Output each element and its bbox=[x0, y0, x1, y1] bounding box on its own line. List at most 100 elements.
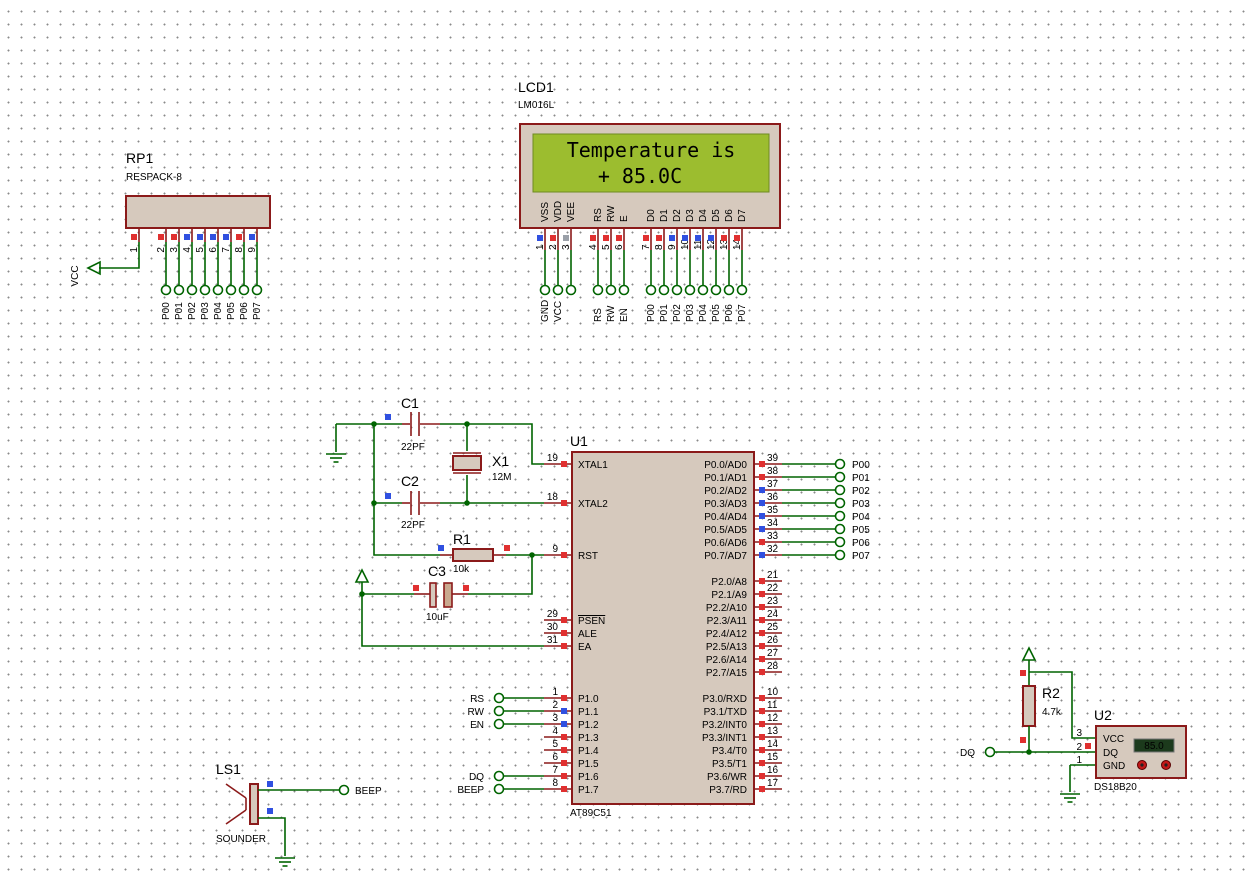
u1-p1-terminal[interactable] bbox=[493, 718, 505, 730]
u1-p0-terminal[interactable] bbox=[834, 458, 846, 470]
u1-pin-number: 8 bbox=[552, 778, 558, 789]
rp1-net-terminal[interactable] bbox=[173, 284, 185, 296]
u2-part: DS18B20 bbox=[1094, 782, 1137, 793]
u1-pin-number: 25 bbox=[767, 622, 779, 633]
u1-pin-name: P2.4/A12 bbox=[706, 629, 748, 640]
u1-p0-terminal[interactable] bbox=[834, 549, 846, 561]
rp1-net-terminal[interactable] bbox=[238, 284, 250, 296]
u2-pin-number: 1 bbox=[1076, 755, 1082, 766]
lcd-net-terminal[interactable] bbox=[645, 284, 657, 296]
lcd-net-terminal[interactable] bbox=[658, 284, 670, 296]
u1-pin-name: P3.1/TXD bbox=[704, 707, 747, 718]
pin-state-indicator bbox=[267, 808, 273, 814]
lcd-pin-number: 12 bbox=[706, 238, 717, 250]
u1-pin-number: 39 bbox=[767, 453, 779, 464]
lcd-net-terminal[interactable] bbox=[736, 284, 748, 296]
rp1-body[interactable] bbox=[125, 195, 271, 229]
pin-state-indicator bbox=[236, 234, 242, 240]
u2-pin-number: 3 bbox=[1076, 728, 1082, 739]
u1-pin-number: 9 bbox=[552, 544, 558, 555]
rp1-net-terminal[interactable] bbox=[225, 284, 237, 296]
rp1-net-terminal[interactable] bbox=[186, 284, 198, 296]
u1-pin-number: 33 bbox=[767, 531, 779, 542]
u1-p1-terminal[interactable] bbox=[493, 783, 505, 795]
r2-resistor[interactable]: R24.7k bbox=[1020, 670, 1062, 743]
lcd-net-terminal[interactable] bbox=[618, 284, 630, 296]
lcd-net-terminal[interactable] bbox=[723, 284, 735, 296]
u1-pin-name: P2.7/A15 bbox=[706, 668, 748, 679]
lcd-net-terminal[interactable] bbox=[539, 284, 551, 296]
lcd-pin-number: 14 bbox=[732, 238, 743, 250]
u2-pin-number: 2 bbox=[1076, 742, 1082, 753]
u1-p1-terminal[interactable] bbox=[493, 770, 505, 782]
lcd-net-terminal[interactable] bbox=[697, 284, 709, 296]
u1-body[interactable] bbox=[571, 451, 755, 805]
rp1-net-label: P07 bbox=[252, 302, 263, 320]
u2-dq-terminal[interactable] bbox=[984, 746, 996, 758]
lcd-net-terminal[interactable] bbox=[671, 284, 683, 296]
u1-p0-terminal[interactable] bbox=[834, 484, 846, 496]
u1-p0-terminal[interactable] bbox=[834, 510, 846, 522]
lcd-net-terminal[interactable] bbox=[605, 284, 617, 296]
pin-state-indicator bbox=[438, 545, 444, 551]
rp1-net-terminal[interactable] bbox=[160, 284, 172, 296]
lcd-net-terminal[interactable] bbox=[710, 284, 722, 296]
u1-microcontroller[interactable]: U1AT89C5119XTAL118XTAL29RST29PSEN30ALE31… bbox=[457, 433, 870, 819]
u2-pin-name: VCC bbox=[1103, 734, 1124, 745]
u1-p0-terminal[interactable] bbox=[834, 523, 846, 535]
u1-p0-terminal[interactable] bbox=[834, 471, 846, 483]
pin-state-indicator bbox=[721, 235, 727, 241]
u1-p0-terminal[interactable] bbox=[834, 536, 846, 548]
lcd-line-1: Temperature is bbox=[567, 138, 736, 162]
lcd-pin-name: VDD bbox=[553, 201, 564, 222]
lcd-pin-name: D1 bbox=[659, 209, 670, 222]
lcd-pin-name: D7 bbox=[737, 209, 748, 222]
u1-pin-number: 7 bbox=[552, 765, 558, 776]
pin-state-indicator bbox=[561, 461, 567, 467]
rp1-net-terminal[interactable] bbox=[251, 284, 263, 296]
lcd-net-label: VCC bbox=[553, 301, 564, 322]
u1-pin-number: 17 bbox=[767, 778, 779, 789]
rp1-pin-number: 9 bbox=[247, 247, 258, 253]
lcd-net-label: P01 bbox=[659, 304, 670, 322]
pin-state-indicator bbox=[759, 708, 765, 714]
lcd-net-terminal[interactable] bbox=[592, 284, 604, 296]
lcd-net-terminal[interactable] bbox=[684, 284, 696, 296]
u1-p1-terminal[interactable] bbox=[493, 705, 505, 717]
u1-pin-name: P3.5/T1 bbox=[712, 759, 747, 770]
lcd-pin-number: 4 bbox=[588, 244, 599, 250]
rp1-net-terminal[interactable] bbox=[212, 284, 224, 296]
u1-p0-terminal[interactable] bbox=[834, 497, 846, 509]
lcd-net-terminal[interactable] bbox=[565, 284, 577, 296]
lcd-pin-number: 3 bbox=[561, 244, 572, 250]
lcd-pin-name: D2 bbox=[672, 209, 683, 222]
pin-state-indicator bbox=[759, 669, 765, 675]
rp1-net-label: P06 bbox=[239, 302, 250, 320]
u1-p0-net-label: P04 bbox=[852, 512, 870, 523]
lcd-pin-number: 9 bbox=[667, 244, 678, 250]
pin-state-indicator bbox=[759, 526, 765, 532]
rp1-net-terminal[interactable] bbox=[199, 284, 211, 296]
u1-pin-name: P1.0 bbox=[578, 694, 599, 705]
lcd-net-terminal[interactable] bbox=[552, 284, 564, 296]
wire bbox=[361, 582, 544, 647]
u1-pin-name: P3.0/RXD bbox=[703, 694, 747, 705]
lcd-net-label: P05 bbox=[711, 304, 722, 322]
pin-state-indicator bbox=[669, 235, 675, 241]
lcd-pin-name: D5 bbox=[711, 209, 722, 222]
pin-state-indicator bbox=[759, 500, 765, 506]
u2-net-label: DQ bbox=[960, 748, 975, 759]
u1-p1-terminal[interactable] bbox=[493, 692, 505, 704]
ls1-terminal[interactable] bbox=[338, 784, 350, 796]
